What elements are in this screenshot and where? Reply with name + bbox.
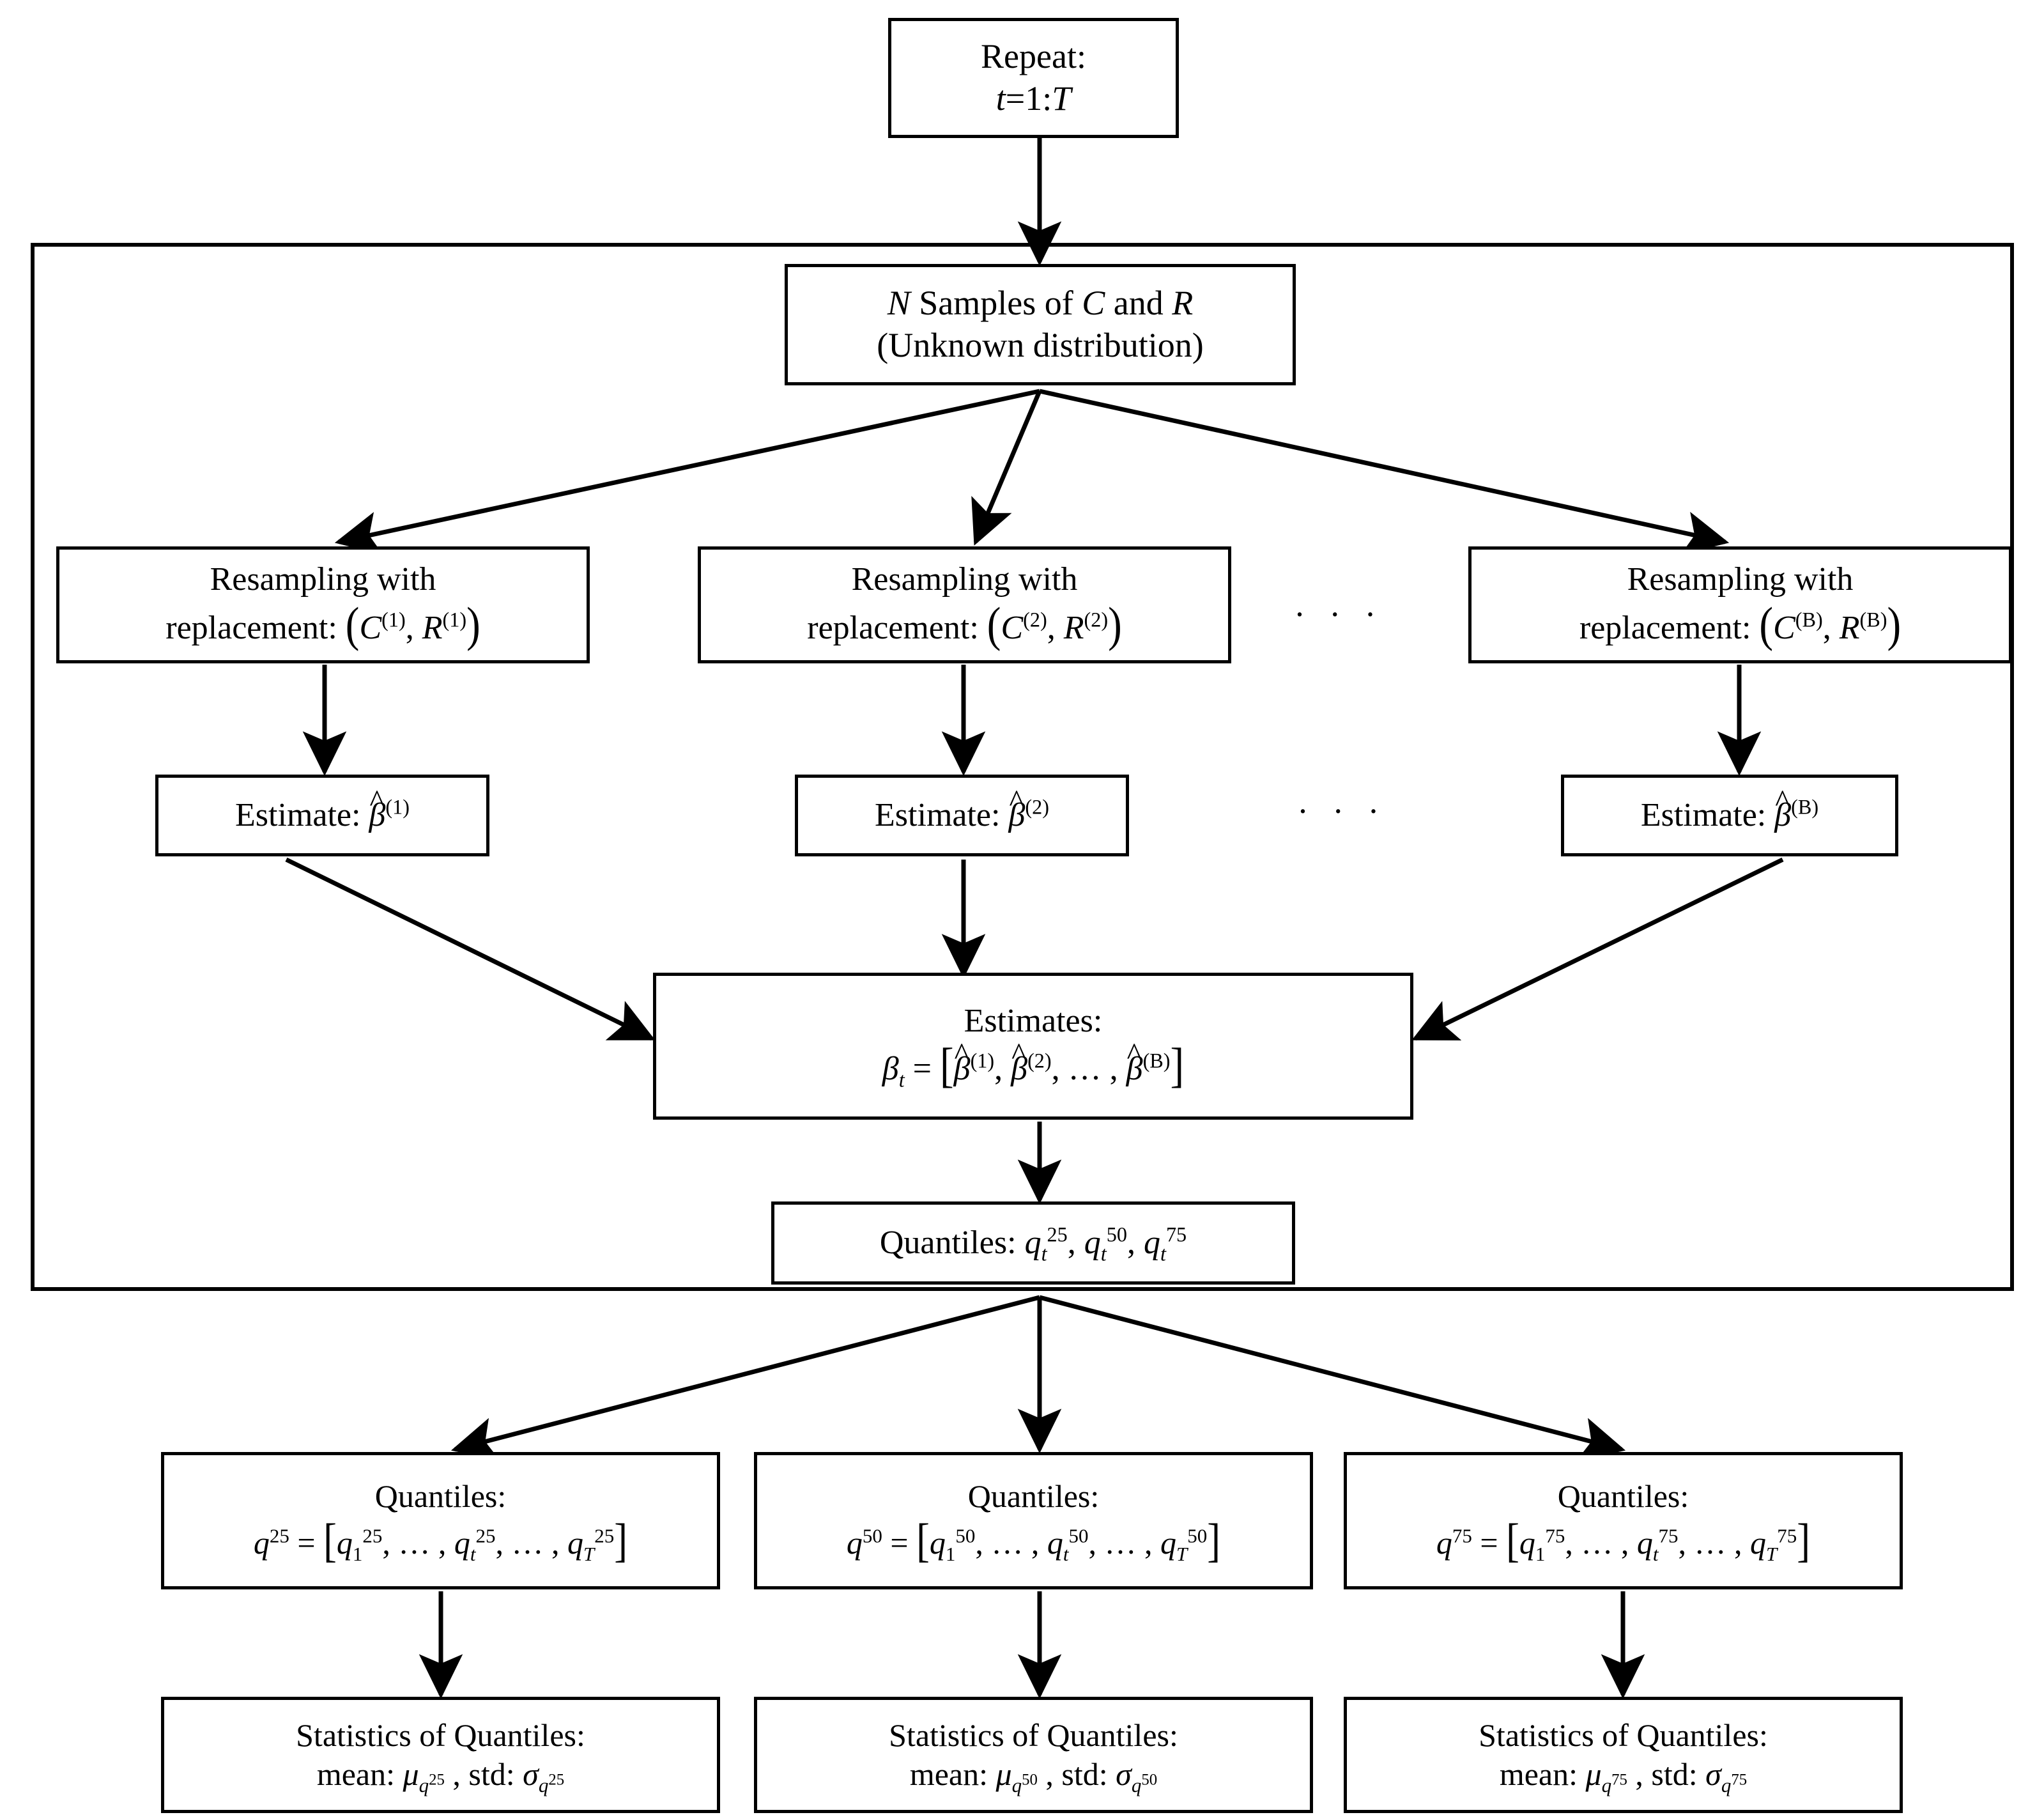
repeat-line-1: Repeat: [981,37,1086,76]
q75-line-2: q75 = [q175, … , qt75, … , qT75] [1436,1513,1811,1567]
node-n-samples[interactable]: N Samples of C and R (Unknown distributi… [785,264,1296,385]
q25-line-2: q25 = [q125, … , qt25, … , qT25] [253,1513,628,1567]
samples-line-1: N Samples of C and R [887,284,1194,323]
estimateb-text: Estimate: ^β(B) [1640,783,1819,834]
quantiles-t-text: Quantiles: qt25, qt50, qt75 [879,1223,1187,1265]
samples-line-2: (Unknown distribution) [877,326,1204,364]
resample2-line-2: replacement: (C(2), R(2)) [807,597,1122,652]
stats25-line-1: Statistics of Quantiles: [296,1717,585,1753]
node-resample-1[interactable]: Resampling with replacement: (C(1), R(1)… [56,546,590,663]
q50-line-1: Quantiles: [967,1478,1100,1514]
q25-line-1: Quantiles: [374,1478,507,1514]
q50-line-2: q50 = [q150, … , qt50, … , qT50] [846,1513,1221,1567]
resample1-line-2: replacement: (C(1), R(1)) [165,597,480,652]
resampleb-line-2: replacement: (C(B), R(B)) [1579,597,1902,652]
node-quantiles-25[interactable]: Quantiles: q25 = [q125, … , qt25, … , qT… [161,1452,720,1589]
stats50-line-2: mean: μq50 , std: σq50 [909,1756,1158,1796]
node-estimate-1[interactable]: Estimate: ^β(1) [155,775,489,856]
hat-accent-icon: ^ [1009,783,1024,819]
estimates-line-2: βt = [^β(1), ^β(2), … , ^β(B)] [882,1037,1185,1093]
hat-accent-icon: ^ [369,783,385,819]
resampleb-line-1: Resampling with [1627,561,1854,598]
estimate1-text: Estimate: ^β(1) [235,783,410,834]
node-estimates-aggregate[interactable]: Estimates: βt = [^β(1), ^β(2), … , ^β(B)… [653,973,1413,1120]
ellipsis-resample-row: · · · [1294,595,1384,633]
hat-accent-icon: ^ [1126,1037,1142,1072]
node-estimate-2[interactable]: Estimate: ^β(2) [795,775,1129,856]
stats25-line-2: mean: μq25 , std: σq25 [316,1756,565,1796]
repeat-block-frame [31,243,2014,1291]
node-quantiles-75[interactable]: Quantiles: q75 = [q175, … , qt75, … , qT… [1344,1452,1903,1589]
node-stats-50[interactable]: Statistics of Quantiles: mean: μq50 , st… [754,1697,1313,1813]
node-resample-b[interactable]: Resampling with replacement: (C(B), R(B)… [1468,546,2012,663]
hat-accent-icon: ^ [1011,1037,1027,1072]
estimate2-text: Estimate: ^β(2) [875,783,1049,834]
hat-accent-icon: ^ [954,1037,969,1072]
edge-quantilest-to-q25 [450,1295,1040,1461]
edge-quantilest-to-q75 [1039,1295,1626,1461]
node-stats-25[interactable]: Statistics of Quantiles: mean: μq25 , st… [161,1697,720,1813]
hat-accent-icon: ^ [1775,783,1790,819]
estimates-line-1: Estimates: [964,1002,1103,1039]
node-repeat[interactable]: Repeat: t=1:T [888,18,1179,138]
stats50-line-1: Statistics of Quantiles: [889,1717,1178,1753]
ellipsis-estimate-row: · · · [1297,792,1387,830]
node-quantiles-t[interactable]: Quantiles: qt25, qt50, qt75 [771,1201,1295,1285]
node-estimate-b[interactable]: Estimate: ^β(B) [1561,775,1898,856]
node-stats-75[interactable]: Statistics of Quantiles: mean: μq75 , st… [1344,1697,1903,1813]
node-resample-2[interactable]: Resampling with replacement: (C(2), R(2)… [698,546,1231,663]
stats75-line-1: Statistics of Quantiles: [1479,1717,1768,1753]
repeat-line-2: t=1:T [995,79,1072,118]
resample1-line-1: Resampling with [210,561,436,598]
stats75-line-2: mean: μq75 , std: σq75 [1499,1756,1748,1796]
resample2-line-1: Resampling with [851,561,1078,598]
node-quantiles-50[interactable]: Quantiles: q50 = [q150, … , qt50, … , qT… [754,1452,1313,1589]
q75-line-1: Quantiles: [1557,1478,1689,1514]
